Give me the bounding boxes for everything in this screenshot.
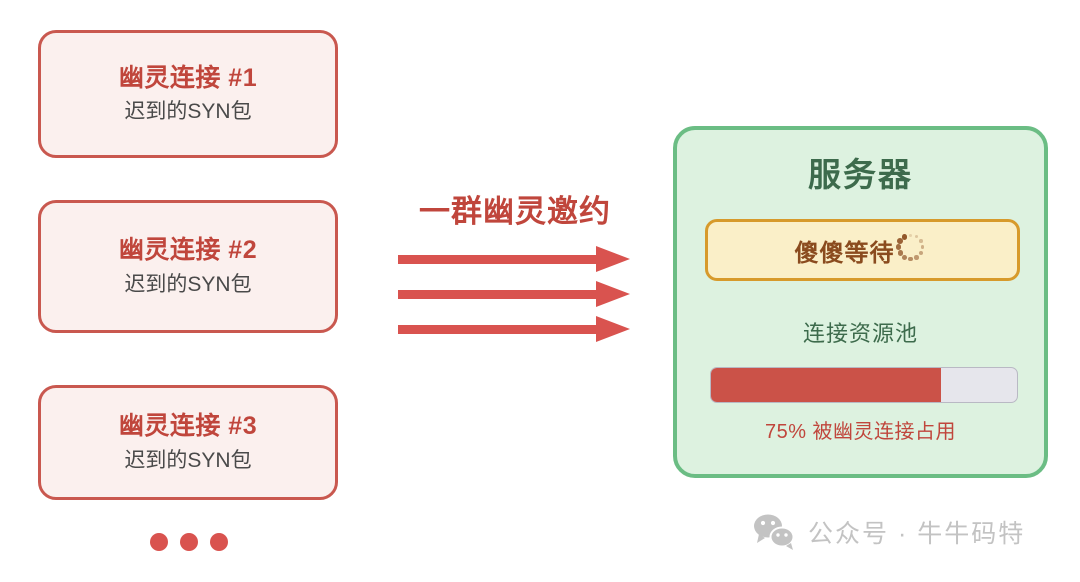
arrow-shaft [398,255,596,264]
ghost-connection-card-3: 幽灵连接 #3 迟到的SYN包 [38,385,338,500]
waiting-status-badge: 傻傻等待 [705,219,1020,281]
ghost-card-title: 幽灵连接 #1 [118,63,258,92]
connection-pool-caption: 75% 被幽灵连接占用 [764,421,957,443]
ghost-card-subtitle: 迟到的SYN包 [124,100,252,124]
watermark-text: 公众号 · 牛牛码特 [808,520,1026,548]
arrow-shaft [398,325,596,334]
spinner-dot [918,250,923,256]
flow-label: 一群幽灵邀约 [419,194,611,229]
ghost-connection-card-2: 幽灵连接 #2 迟到的SYN包 [38,200,338,333]
loading-spinner-icon [895,233,931,267]
connection-pool-label: 连接资源池 [802,321,918,346]
spinner-dot [901,233,908,240]
connection-pool-progress-track [710,367,1018,403]
flow-arrow-1 [398,246,630,272]
spinner-dot [897,238,903,244]
ghost-card-title: 幽灵连接 #3 [118,412,258,441]
waiting-badge-label: 傻傻等待 [794,239,895,267]
connection-pool-progress-fill [711,368,941,402]
ellipsis-dot [180,533,198,551]
ghost-card-subtitle: 迟到的SYN包 [124,448,252,472]
ellipsis-indicator [150,533,228,551]
spinner-dot [908,256,913,262]
spinner-dot [897,250,903,256]
ellipsis-dot [150,533,168,551]
ghost-card-title: 幽灵连接 #2 [118,236,258,265]
flow-arrow-3 [398,316,630,342]
server-panel: 服务器 傻傻等待 连接资源池 75% 被幽灵连接占用 [673,126,1048,478]
spinner-dot [914,255,919,260]
arrow-head-icon [596,246,630,272]
spinner-dot [909,233,912,237]
ghost-connection-card-1: 幽灵连接 #1 迟到的SYN包 [38,30,338,158]
ellipsis-dot [210,533,228,551]
spinner-dot [914,234,919,239]
arrow-shaft [398,290,596,299]
server-title: 服务器 [808,156,913,193]
arrow-head-icon [596,316,630,342]
watermark: 公众号 · 牛牛码特 [752,512,1025,552]
spinner-dot [902,254,907,260]
ghost-card-subtitle: 迟到的SYN包 [124,272,252,296]
spinner-dot [919,239,923,243]
spinner-dot [895,244,902,250]
wechat-icon [752,512,796,552]
arrow-head-icon [596,281,630,307]
flow-arrow-2 [398,281,630,307]
spinner-dot [920,245,925,249]
